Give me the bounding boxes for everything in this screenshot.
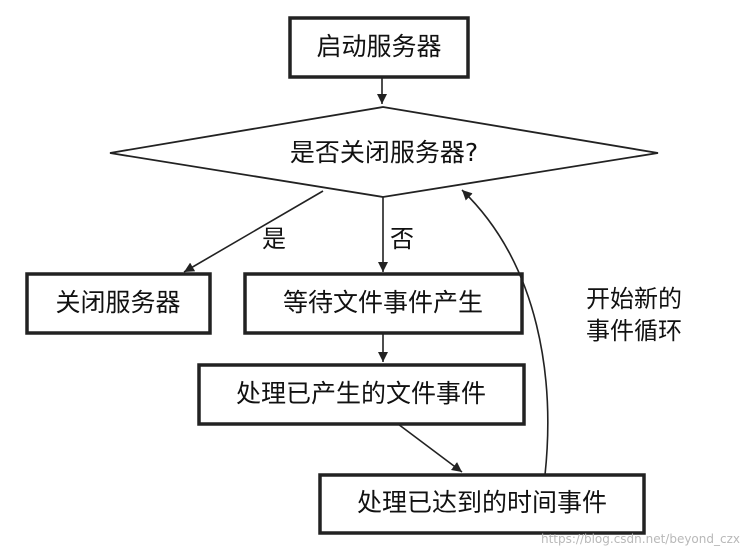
node-handle-time-events: 处理已达到的时间事件 [318,473,646,535]
node-decision-label: 是否关闭服务器? [290,138,478,167]
node-wait-file-events-label: 等待文件事件产生 [283,288,483,317]
arrow-loop-back [461,189,549,476]
watermark-text: https://blog.csdn.net/beyond_czx [541,532,740,546]
node-handle-file-events: 处理已产生的文件事件 [197,363,526,426]
node-handle-file-events-label: 处理已产生的文件事件 [236,379,486,408]
edge-label-no: 否 [390,225,414,253]
node-start-server: 启动服务器 [288,16,470,79]
node-decision: 是否关闭服务器? [109,106,659,198]
node-handle-time-events-label: 处理已达到的时间事件 [357,488,607,517]
node-wait-file-events: 等待文件事件产生 [243,272,524,335]
node-close-server: 关闭服务器 [25,272,212,335]
loop-label-line2: 事件循环 [586,317,682,345]
edge-label-yes: 是 [262,225,286,253]
node-start-server-label: 启动服务器 [316,32,441,61]
arrow-decision-to-close [183,190,324,273]
node-close-server-label: 关闭服务器 [55,288,180,317]
arrow-handle-file-to-handle-time [397,423,463,473]
loop-label-line1: 开始新的 [586,285,682,313]
